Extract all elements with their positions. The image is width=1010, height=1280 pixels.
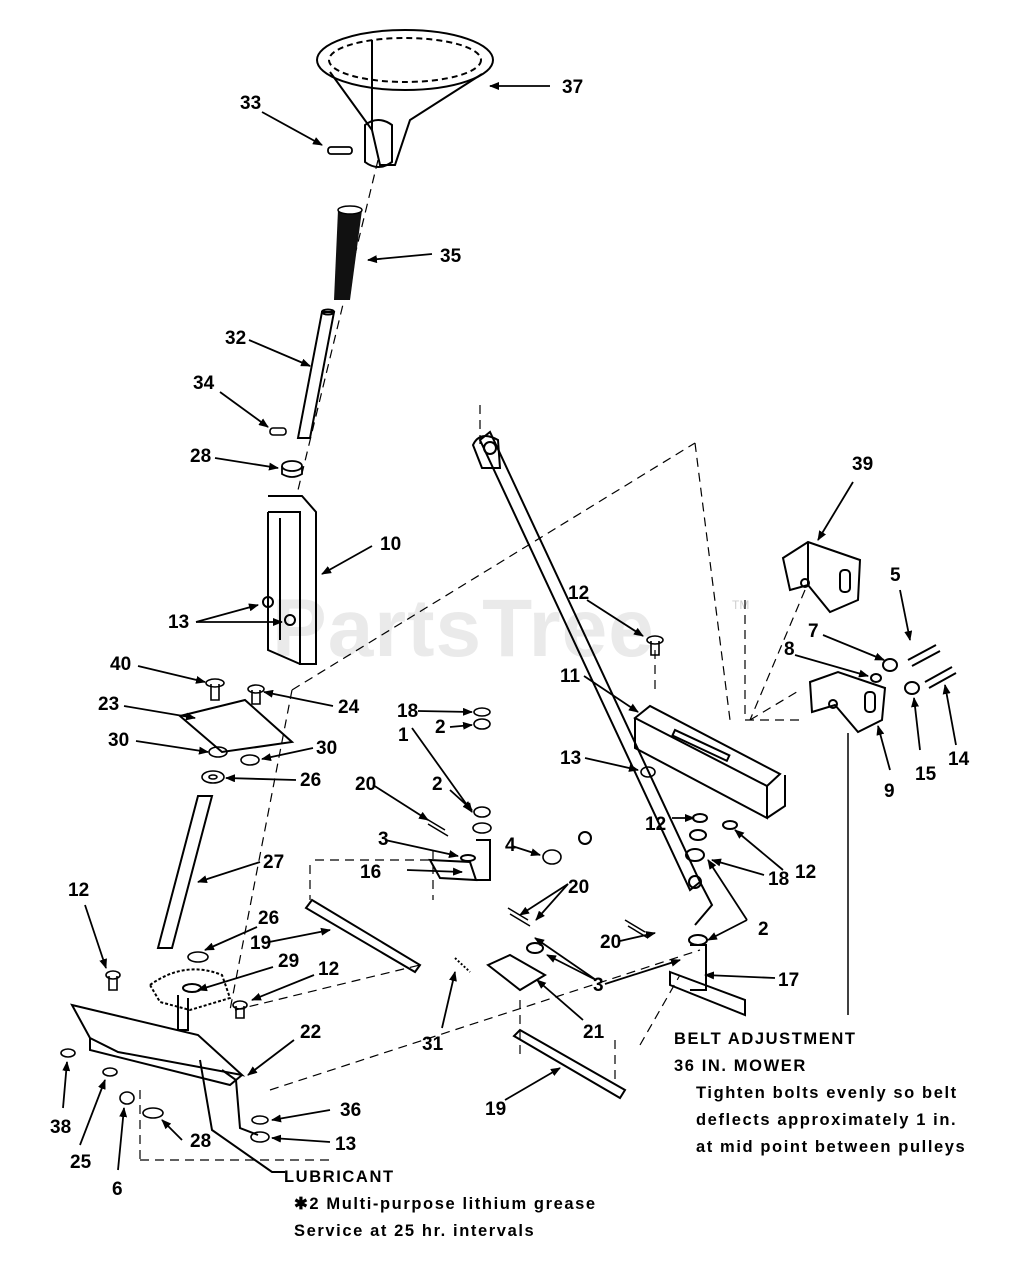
callout-12-mid: 12 xyxy=(645,814,666,835)
belt-adjustment-note: BELT ADJUSTMENT 36 IN. MOWER Tighten bol… xyxy=(674,1026,966,1161)
steering-shaft xyxy=(296,308,336,439)
callout-32: 32 xyxy=(225,328,246,349)
nuts-30-washer-26 xyxy=(201,746,260,784)
nut-4 xyxy=(542,849,562,865)
bolt-12-top xyxy=(646,635,664,656)
callout-26-upper: 26 xyxy=(300,770,321,791)
spindle-right xyxy=(669,813,746,1017)
lubricant-note: LUBRICANT ✱2 Multi-purpose lithium greas… xyxy=(284,1164,597,1245)
callout-35: 35 xyxy=(440,246,462,267)
callout-15: 15 xyxy=(915,764,937,785)
callout-26-lower: 26 xyxy=(258,908,279,929)
callout-2-lower: 2 xyxy=(432,774,443,795)
belt-note-line: Tighten bolts evenly so belt xyxy=(696,1084,958,1102)
callout-12-top: 12 xyxy=(568,583,589,604)
axle-beam xyxy=(471,430,714,926)
spindle-left xyxy=(428,839,491,882)
callout-19-right: 19 xyxy=(485,1099,506,1120)
nut-13-mid xyxy=(640,766,656,778)
key-34 xyxy=(269,427,287,436)
callout-19-left: 19 xyxy=(250,933,271,954)
callout-23: 23 xyxy=(98,694,119,715)
callout-6: 6 xyxy=(112,1179,123,1200)
steering-arm xyxy=(454,942,547,992)
sector-gear xyxy=(148,968,232,1031)
callout-20-left: 20 xyxy=(355,774,376,795)
callout-33: 33 xyxy=(240,93,261,114)
callout-28-top: 28 xyxy=(190,446,211,467)
callout-5: 5 xyxy=(890,565,901,586)
axle-bracket xyxy=(633,704,786,820)
lubricant-note-line: Service at 25 hr. intervals xyxy=(294,1222,536,1240)
plate-23 xyxy=(177,698,295,754)
bushings-left xyxy=(472,707,492,834)
callout-16: 16 xyxy=(360,862,381,883)
callout-39: 39 xyxy=(852,454,873,475)
callout-14: 14 xyxy=(948,749,970,770)
callout-17: 17 xyxy=(778,970,799,991)
callout-40: 40 xyxy=(110,654,131,675)
lubricant-leader xyxy=(199,1059,285,1173)
belt-note-subtitle: 36 IN. MOWER xyxy=(674,1057,807,1075)
dashed-guides xyxy=(139,159,806,1161)
callout-22: 22 xyxy=(300,1022,321,1043)
callout-12-right: 12 xyxy=(795,862,816,883)
bushing-28-top xyxy=(281,460,303,478)
callout-8: 8 xyxy=(784,639,795,660)
callout-18-left: 18 xyxy=(397,701,418,722)
callout-1: 1 xyxy=(398,725,409,746)
watermark: PartsTree xyxy=(272,583,655,674)
pin-33 xyxy=(327,146,353,155)
callout-9: 9 xyxy=(884,781,895,802)
leader-arrows xyxy=(62,82,957,1171)
callout-29: 29 xyxy=(278,951,299,972)
belt-note-line: deflects approximately 1 in. xyxy=(696,1111,958,1129)
callout-30-left: 30 xyxy=(108,730,129,751)
callout-11: 11 xyxy=(560,666,581,687)
belt-note-line: at mid point between pulleys xyxy=(696,1138,967,1156)
callout-27: 27 xyxy=(263,852,284,873)
callout-12-left: 12 xyxy=(68,880,89,901)
callout-13-bottom: 13 xyxy=(335,1134,356,1155)
bolts-40-24 xyxy=(205,678,265,705)
callout-30-right: 30 xyxy=(316,738,337,759)
callout-7: 7 xyxy=(808,621,819,642)
callout-34: 34 xyxy=(193,373,215,394)
grip-sleeve xyxy=(334,205,363,300)
callout-10: 10 xyxy=(380,534,401,555)
base-bracket xyxy=(70,1003,259,1136)
lubricant-note-line: ✱2 Multi-purpose lithium grease xyxy=(294,1195,597,1213)
column-bracket xyxy=(262,495,317,665)
steering-wheel xyxy=(316,29,494,168)
callout-38: 38 xyxy=(50,1117,71,1138)
callout-2-right: 2 xyxy=(758,919,769,940)
callout-37: 37 xyxy=(562,77,583,98)
belt-note-title: BELT ADJUSTMENT xyxy=(674,1030,857,1048)
callout-12-gear: 12 xyxy=(318,959,339,980)
callout-3-left: 3 xyxy=(378,829,389,850)
callout-13-mid: 13 xyxy=(560,748,581,769)
lubricant-note-title: LUBRICANT xyxy=(284,1168,395,1186)
callout-4: 4 xyxy=(505,835,516,856)
callout-31: 31 xyxy=(422,1034,444,1055)
callout-36: 36 xyxy=(340,1100,361,1121)
callout-24: 24 xyxy=(338,697,360,718)
mower-brackets xyxy=(781,540,957,1015)
callout-3-right: 3 xyxy=(593,975,604,996)
callout-28-bottom: 28 xyxy=(190,1131,211,1152)
pinion-shaft xyxy=(156,795,214,949)
lower-hardware xyxy=(105,951,248,1019)
callout-20-mid: 20 xyxy=(568,877,589,898)
callout-25: 25 xyxy=(70,1152,92,1173)
base-nuts xyxy=(60,1048,270,1143)
callout-20-right: 20 xyxy=(600,932,621,953)
tie-rods xyxy=(304,898,627,1100)
callout-2-upper: 2 xyxy=(435,717,446,738)
callout-21: 21 xyxy=(583,1022,605,1043)
callout-18-right: 18 xyxy=(768,869,789,890)
callout-13-top: 13 xyxy=(168,612,189,633)
callout-numbers: 37 33 35 32 34 28 10 13 40 24 23 30 30 2… xyxy=(50,77,970,1200)
